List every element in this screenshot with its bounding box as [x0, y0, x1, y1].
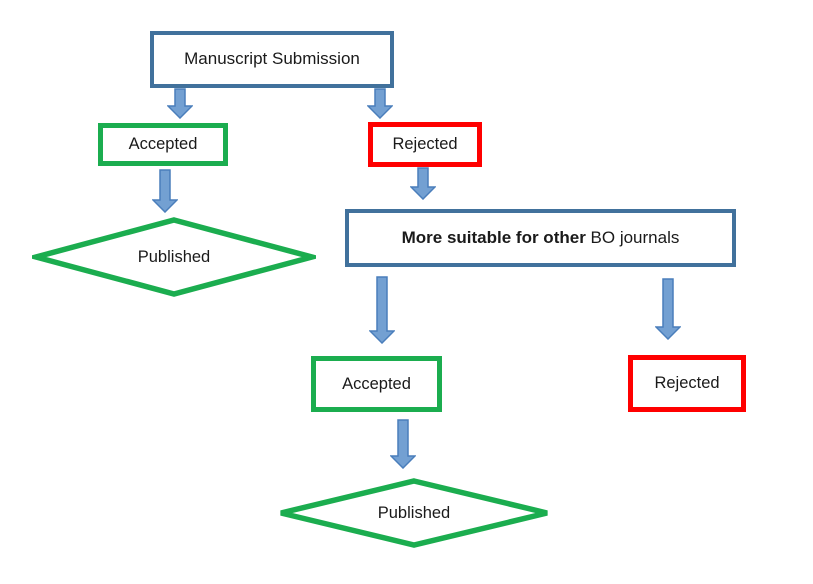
node-rejected-1: Rejected	[368, 122, 482, 167]
node-manuscript-submission: Manuscript Submission	[150, 31, 394, 88]
node-accepted-1: Accepted	[98, 123, 228, 166]
arrow-accepted2-to-published-icon	[389, 419, 417, 470]
node-accepted-2-label: Accepted	[342, 374, 411, 393]
arrow-rejected-to-journals-icon	[409, 167, 437, 201]
node-accepted-2: Accepted	[311, 356, 442, 412]
node-rejected-2-label: Rejected	[654, 374, 720, 393]
node-more-suitable-label-secondary: BO journals	[585, 227, 680, 247]
node-more-suitable: More suitable for other BO journals	[345, 209, 736, 267]
arrow-manuscript-to-rejected-icon	[366, 88, 394, 120]
node-manuscript-submission-label: Manuscript Submission	[184, 49, 360, 69]
arrow-journals-to-rejected-icon	[654, 278, 682, 341]
node-published-1: Published	[32, 216, 316, 298]
arrow-accepted-to-published-icon	[151, 169, 179, 214]
arrow-manuscript-to-accepted-icon	[166, 88, 194, 120]
node-more-suitable-label: More suitable for other BO journals	[401, 227, 680, 248]
node-published-2-label: Published	[377, 503, 451, 522]
node-published-1-label: Published	[137, 247, 211, 266]
node-published-2: Published	[277, 477, 551, 549]
arrow-journals-to-accepted-icon	[368, 276, 396, 345]
node-more-suitable-label-primary: More suitable for other	[401, 227, 586, 247]
node-accepted-1-label: Accepted	[128, 135, 198, 154]
node-rejected-1-label: Rejected	[392, 135, 458, 154]
node-rejected-2: Rejected	[628, 355, 746, 412]
